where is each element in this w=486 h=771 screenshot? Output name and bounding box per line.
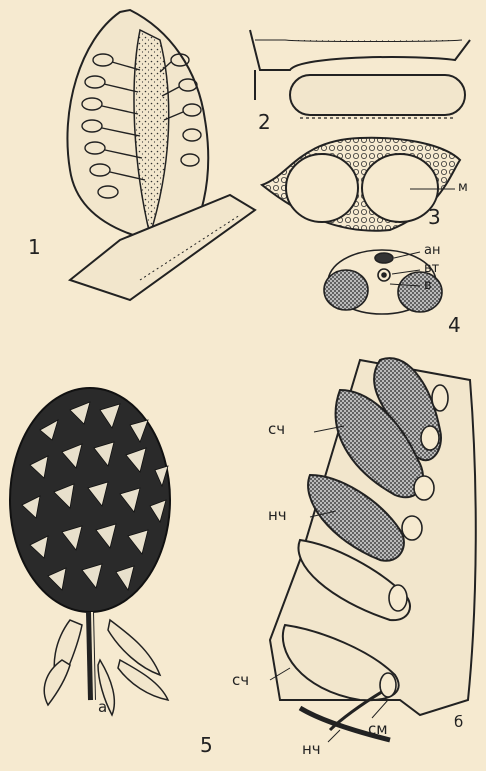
figure-2-section [250, 30, 470, 118]
figure-1-strobilus-section [67, 10, 255, 300]
figure-5-number: 5 [200, 735, 213, 755]
figure-5-label-nch-mid: нч [268, 508, 287, 523]
figure-4-label-vt: вт [424, 262, 439, 275]
figure-5-label-sch-bottom: сч [232, 673, 249, 688]
figure-3-number: 3 [428, 207, 441, 227]
figure-1-number: 1 [28, 237, 41, 257]
figure-4-number: 4 [448, 315, 461, 335]
figure-4-label-v: в [424, 279, 432, 292]
figure-5-panel-a: а [98, 700, 107, 715]
figure-5-label-sch-top: сч [268, 422, 285, 437]
figure-4-label-an: ан [424, 244, 440, 257]
figure-5-label-sm: см [368, 722, 388, 737]
figure-5a-cone [10, 388, 170, 715]
figure-3-label-m: м [458, 181, 468, 194]
figure-2-number: 2 [258, 112, 271, 132]
figure-5b-cone-section [270, 189, 476, 742]
figure-5-panel-b: б [454, 715, 463, 730]
figure-5-label-nch-bottom: нч [302, 742, 321, 757]
